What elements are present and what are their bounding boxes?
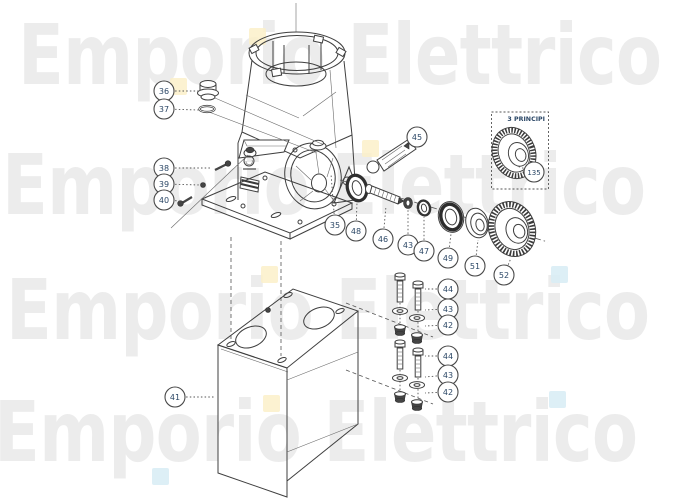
callout-36: 36 bbox=[153, 80, 199, 102]
callout-42: 42 bbox=[424, 314, 459, 336]
callout-number: 43 bbox=[403, 241, 413, 250]
screw bbox=[177, 196, 193, 207]
callout-number: 38 bbox=[159, 164, 169, 173]
callout-number: 44 bbox=[443, 285, 453, 294]
callout-number: 47 bbox=[419, 247, 429, 256]
callout-number: 41 bbox=[170, 393, 180, 402]
watermark-accent-square bbox=[362, 140, 379, 157]
callout-number: 37 bbox=[159, 105, 169, 114]
o-ring bbox=[198, 104, 216, 114]
gear-variant-inset: 3 PRINCIPI bbox=[485, 111, 549, 190]
watermark-accent-square bbox=[549, 391, 566, 408]
callout-number: 135 bbox=[527, 169, 540, 177]
bearing-race bbox=[465, 207, 489, 239]
callout-49: 49 bbox=[437, 233, 459, 269]
callout-52: 52 bbox=[493, 257, 515, 286]
bracket-logo-mark bbox=[265, 307, 271, 313]
callout-number: 48 bbox=[351, 227, 361, 236]
callout-number: 46 bbox=[378, 235, 388, 244]
callout-46: 46 bbox=[372, 205, 394, 250]
washer bbox=[416, 199, 432, 217]
callout-43: 43 bbox=[424, 364, 459, 386]
screw bbox=[214, 160, 232, 171]
callout-number: 42 bbox=[443, 321, 453, 330]
callout-number: 42 bbox=[443, 388, 453, 397]
callout-number: 40 bbox=[159, 196, 169, 205]
callout-43: 43 bbox=[424, 298, 459, 320]
shaft-nut bbox=[403, 197, 413, 209]
callout-number: 39 bbox=[159, 180, 169, 189]
callout-41: 41 bbox=[164, 386, 215, 408]
callout-51: 51 bbox=[464, 239, 486, 277]
callout-number: 52 bbox=[499, 271, 509, 280]
callout-layer: 36 37 38 39 40 35 48 46 43 47 49 51 52 135 45 44 43 42 44 4… bbox=[153, 80, 545, 408]
callout-47: 47 bbox=[413, 217, 435, 262]
callout-45: 45 bbox=[406, 126, 428, 148]
mounting-bracket bbox=[216, 237, 360, 498]
fixing-screws bbox=[170, 154, 249, 229]
brand-emblem bbox=[243, 155, 255, 167]
callout-40: 40 bbox=[153, 189, 182, 211]
worm-shaft-explosion bbox=[339, 173, 549, 263]
output-gear bbox=[481, 195, 543, 263]
callout-43: 43 bbox=[397, 210, 419, 256]
callout-44: 44 bbox=[425, 278, 459, 300]
callout-number: 45 bbox=[412, 133, 422, 142]
watermark-accent-square bbox=[261, 266, 278, 283]
ball-bearing bbox=[437, 201, 465, 233]
watermark-text-row: Emporio Elettrico bbox=[0, 383, 638, 481]
callout-number: 49 bbox=[443, 254, 453, 263]
callout-48: 48 bbox=[345, 201, 367, 242]
watermark-accent-square bbox=[249, 28, 266, 45]
inset-label: 3 PRINCIPI bbox=[507, 116, 545, 123]
warning-tag bbox=[366, 138, 417, 174]
callout-number: 51 bbox=[470, 262, 480, 271]
pin bbox=[200, 182, 206, 188]
oil-seal bbox=[345, 173, 369, 203]
watermark-text-row: Emporio Elettrico bbox=[6, 261, 650, 359]
watermark-text-row: Emporio Elettrico bbox=[2, 136, 646, 234]
gearbox-base-plate bbox=[200, 165, 363, 240]
bolt-hardware-set-lower bbox=[345, 339, 434, 411]
callout-number: 43 bbox=[443, 305, 453, 314]
worm-shaft bbox=[365, 184, 405, 205]
callout-44: 44 bbox=[425, 345, 459, 367]
callout-42: 42 bbox=[424, 381, 459, 403]
motor-housing bbox=[237, 3, 357, 197]
callout-number: 36 bbox=[159, 87, 169, 96]
release-knob bbox=[245, 146, 255, 154]
watermark-accent-square bbox=[551, 266, 568, 283]
callout-number: 35 bbox=[330, 221, 340, 230]
watermark-accent-square bbox=[263, 395, 280, 412]
breather-cap bbox=[197, 80, 323, 154]
watermark-accent-square bbox=[152, 468, 169, 485]
callout-number: 43 bbox=[443, 371, 453, 380]
callout-37: 37 bbox=[153, 98, 200, 120]
callout-135: 135 bbox=[516, 161, 545, 183]
callout-35: 35 bbox=[324, 173, 346, 236]
motor-label bbox=[239, 176, 260, 193]
callout-number: 44 bbox=[443, 352, 453, 361]
bolt-hardware-set-upper bbox=[345, 272, 434, 344]
